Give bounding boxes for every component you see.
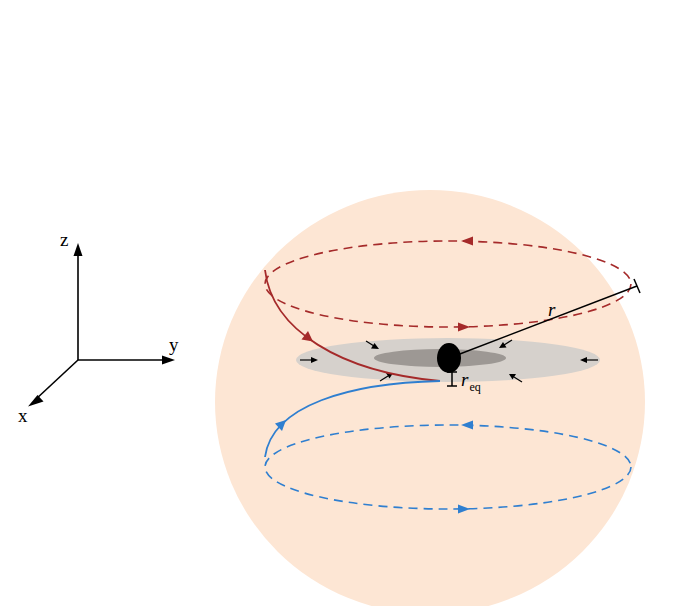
accretion-disk xyxy=(296,338,600,382)
height-label: req xyxy=(461,370,481,389)
axis-label-text: y xyxy=(169,334,179,355)
radius-label-text: r xyxy=(548,299,555,320)
axis-arrowhead xyxy=(74,243,83,256)
upper-inflow-curve xyxy=(265,270,440,381)
radius-line xyxy=(452,279,640,357)
height-label-text: r xyxy=(461,369,468,390)
black-hole xyxy=(437,343,461,373)
axis-label: y xyxy=(169,335,179,354)
loop-arrowhead xyxy=(461,421,473,430)
axis-arrowhead xyxy=(28,395,44,407)
radius-label: r xyxy=(548,300,555,319)
inflow-arrows xyxy=(300,340,598,382)
coordinate-axes xyxy=(28,243,175,407)
z-axis xyxy=(77,252,79,360)
axis-label: x xyxy=(18,406,28,425)
axis-label-text: z xyxy=(60,229,68,250)
axis-arrowhead xyxy=(162,356,175,365)
loop-arrowhead xyxy=(458,505,470,514)
x-axis xyxy=(35,360,78,400)
lower-dashed-loop xyxy=(265,425,631,509)
axis-label: z xyxy=(60,230,68,249)
height-subscript: eq xyxy=(469,380,480,394)
gas-sphere xyxy=(215,190,645,606)
lower-curve xyxy=(265,381,440,457)
upper-dashed-loop xyxy=(265,241,631,327)
loop-arrowhead xyxy=(458,323,470,332)
loop-arrowhead xyxy=(461,237,473,246)
y-axis xyxy=(78,359,166,361)
axis-label-text: x xyxy=(18,405,28,426)
curve-arrowhead xyxy=(302,331,314,342)
height-bracket xyxy=(447,372,457,386)
curve-arrowhead xyxy=(275,420,286,431)
